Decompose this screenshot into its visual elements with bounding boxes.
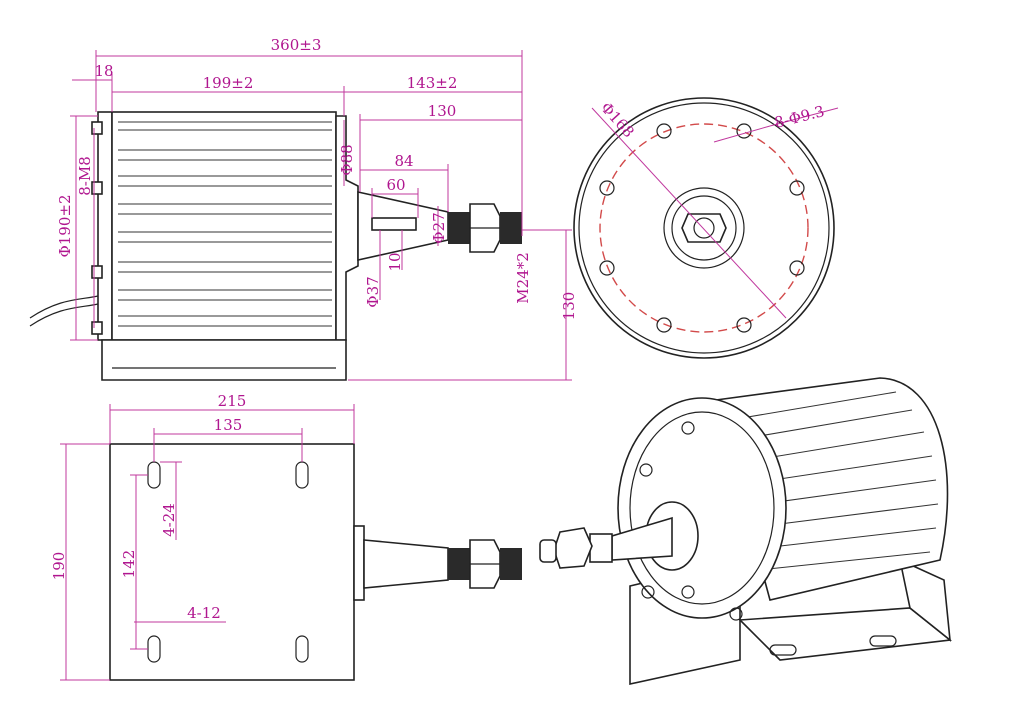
side-view: 360±3 18 199±2 143±2 130 84 60 Φ88 Φ27 Φ… — [29, 36, 578, 381]
keyway — [371, 217, 417, 231]
dim-overall-length: 360±3 — [271, 36, 322, 54]
cable — [29, 295, 99, 327]
iso-view — [539, 377, 952, 685]
thread-right — [500, 212, 522, 244]
dim-shaft-length: 143±2 — [407, 74, 458, 92]
base-plate — [109, 443, 355, 681]
base-shaft — [363, 539, 449, 589]
dim-base-depth: 190 — [50, 552, 68, 581]
iso-end-cap — [617, 397, 787, 619]
mount-holes — [599, 123, 805, 333]
dim-keyway-length: 60 — [386, 176, 405, 194]
base-view: 215 135 190 142 4-24 4-12 — [50, 392, 522, 681]
dim-key-width: 10 — [386, 252, 404, 271]
dim-shaft-reach: 130 — [428, 102, 457, 120]
dim-slot-length: 4-24 — [160, 503, 178, 537]
dim-holes: 8-Φ9.3 — [773, 102, 827, 132]
bolt-head — [91, 181, 103, 195]
front-nut — [681, 213, 727, 243]
iso-thread — [589, 533, 613, 563]
base-hub — [353, 525, 365, 601]
dim-flange: 18 — [94, 62, 113, 80]
front-view: Φ168 8-Φ9.3 — [573, 97, 839, 359]
dim-slot-pitch: 135 — [214, 416, 243, 434]
base-foot — [101, 339, 347, 381]
iso-nut — [553, 527, 593, 569]
bolt-head — [91, 265, 103, 279]
bolt-circle — [599, 123, 809, 333]
dim-hub-diameter: Φ88 — [338, 144, 356, 175]
dim-body-length: 199±2 — [203, 74, 254, 92]
dim-shaft-diameter: Φ27 — [430, 212, 448, 243]
thread-left — [448, 212, 470, 244]
dim-slot-width: 4-12 — [187, 604, 221, 622]
flange-plate — [97, 111, 113, 341]
dim-height: 130 — [560, 292, 578, 321]
generator-body — [111, 111, 337, 341]
dim-bolts: 8-M8 — [76, 156, 94, 196]
dim-base-width: 215 — [218, 392, 247, 410]
dim-thread: M24*2 — [514, 252, 532, 304]
bolt-head — [91, 321, 103, 335]
dim-shaft-taper: 84 — [394, 152, 413, 170]
dim-slot-spacing: 142 — [120, 550, 138, 579]
dim-base-shaft-diameter: Φ37 — [364, 276, 382, 307]
bolt-head — [91, 121, 103, 135]
dim-body-diameter: Φ190±2 — [56, 194, 74, 257]
cooling-fins — [118, 121, 332, 327]
